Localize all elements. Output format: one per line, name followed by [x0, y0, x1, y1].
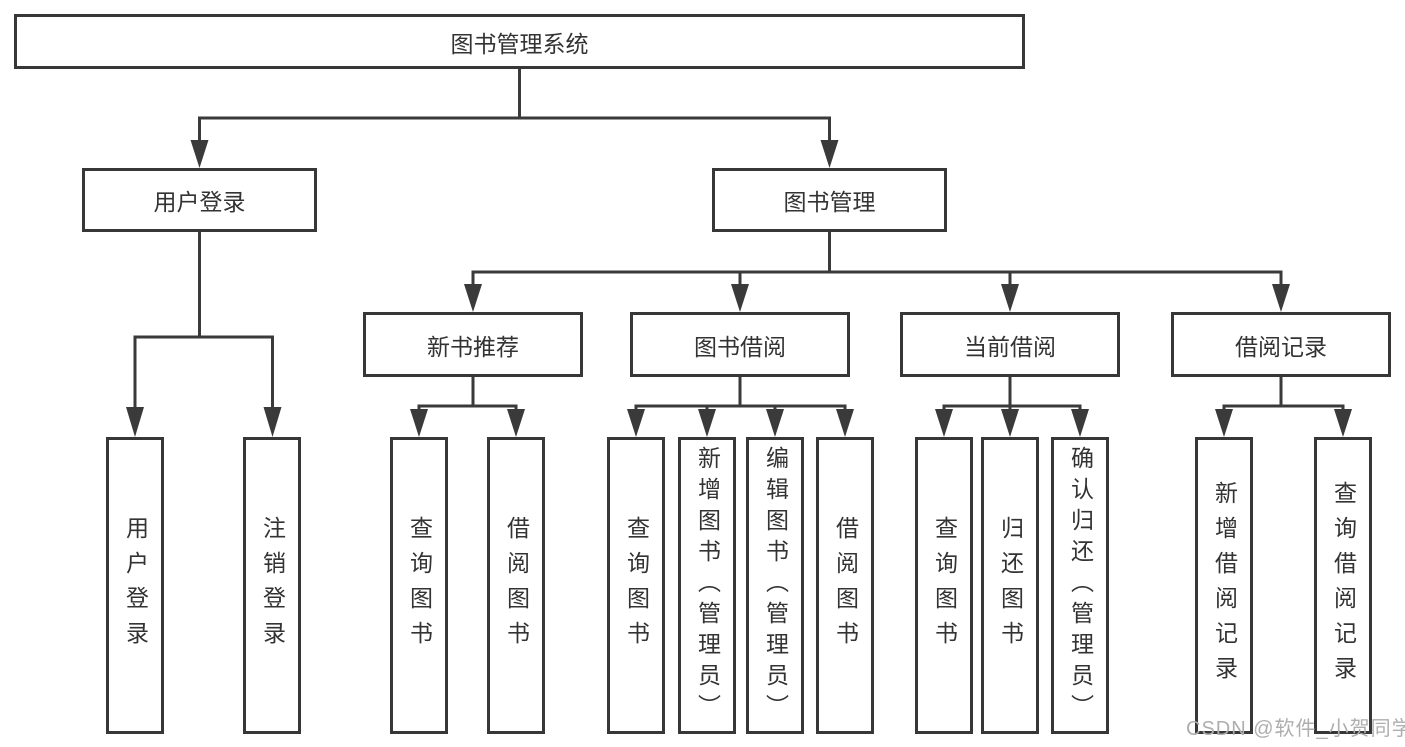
leaf-query-books-recommend: 查询图书 [390, 437, 448, 734]
leaf-label: 新增图书（管理员） [694, 446, 721, 725]
node-root-system: 图书管理系统 [14, 14, 1025, 69]
node-book-management: 图书管理 [712, 168, 947, 232]
node-book-borrow: 图书借阅 [630, 312, 850, 377]
leaf-user-login: 用户登录 [106, 437, 164, 734]
leaf-label: 查询图书 [623, 515, 650, 656]
node-label: 借阅记录 [1235, 333, 1327, 360]
connectors-root-to-level2 [190, 69, 839, 168]
leaf-label: 确认归还（管理员） [1067, 446, 1094, 725]
node-user-login: 用户登录 [82, 168, 317, 232]
leaf-add-borrow-record: 新增借阅记录 [1195, 437, 1253, 734]
leaf-borrow-books: 借阅图书 [816, 437, 874, 734]
leaf-label: 查询借阅记录 [1330, 480, 1357, 691]
connectors-new-book-recommend-branch [410, 377, 525, 437]
leaf-query-borrow-record: 查询借阅记录 [1314, 437, 1372, 734]
leaf-edit-books-admin: 编辑图书（管理员） [746, 437, 804, 734]
leaf-logout: 注销登录 [243, 437, 301, 734]
connectors-borrow-records-branch [1215, 377, 1352, 437]
node-current-borrow: 当前借阅 [900, 312, 1120, 377]
leaf-return-books: 归还图书 [981, 437, 1039, 734]
connectors-user-login-branch [126, 232, 282, 437]
node-new-book-recommend: 新书推荐 [363, 312, 583, 377]
node-label: 图书管理 [783, 189, 876, 215]
leaf-query-books-borrow: 查询图书 [607, 437, 665, 734]
connectors-book-borrow-branch [627, 377, 854, 437]
leaf-borrow-books-recommend: 借阅图书 [487, 437, 545, 734]
connectors-current-borrow-branch [935, 377, 1089, 437]
leaf-label: 归还图书 [997, 515, 1024, 656]
node-label: 图书借阅 [694, 333, 786, 360]
node-borrow-records: 借阅记录 [1171, 312, 1391, 377]
leaf-confirm-return-admin: 确认归还（管理员） [1051, 437, 1109, 734]
node-label: 当前借阅 [964, 333, 1056, 360]
leaf-label: 查询图书 [931, 515, 958, 656]
node-label: 用户登录 [153, 189, 246, 215]
leaf-label: 注销登录 [259, 515, 286, 656]
leaf-label: 借阅图书 [503, 515, 530, 656]
csdn-watermark: CSDN @软件_小贺同学 [1186, 718, 1405, 740]
leaf-add-books-admin: 新增图书（管理员） [678, 437, 736, 734]
connectors-book-management-to-level3 [464, 232, 1290, 312]
node-label: 图书管理系统 [450, 30, 589, 57]
leaf-label: 用户登录 [122, 515, 149, 656]
leaf-query-books-current: 查询图书 [915, 437, 973, 734]
node-label: 新书推荐 [427, 333, 519, 360]
leaf-label: 编辑图书（管理员） [762, 446, 789, 725]
leaf-label: 查询图书 [406, 515, 433, 656]
leaf-label: 新增借阅记录 [1211, 480, 1238, 691]
leaf-label: 借阅图书 [832, 515, 859, 656]
